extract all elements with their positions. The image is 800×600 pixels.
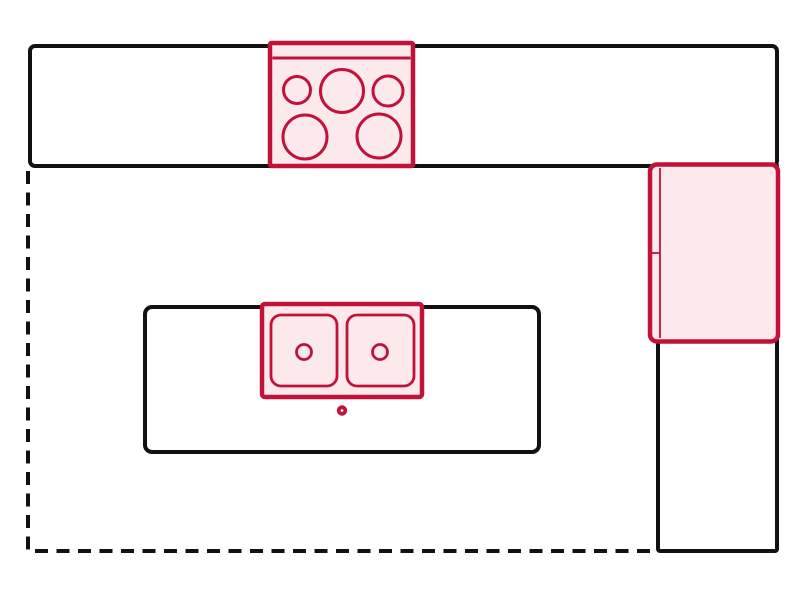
- burner-large-icon: [319, 68, 365, 114]
- burner-small-icon: [282, 75, 312, 105]
- refrigerator: [647, 162, 781, 344]
- open-room-boundary-dashed: [26, 171, 655, 553]
- cooktop: [267, 40, 416, 169]
- sink-basin-left: [269, 313, 339, 388]
- burner-large-icon: [355, 112, 403, 160]
- double-basin-sink: [259, 301, 425, 400]
- burner-large-icon: [281, 113, 329, 161]
- burner-medium-icon: [371, 74, 405, 108]
- faucet-dot-center: [340, 409, 344, 412]
- cooktop-body: [267, 40, 416, 169]
- refrigerator-body: [647, 162, 781, 344]
- faucet: [336, 405, 348, 416]
- drain-left-icon: [295, 343, 313, 361]
- drain-right-icon: [371, 343, 389, 361]
- sink-basin-right: [345, 313, 416, 388]
